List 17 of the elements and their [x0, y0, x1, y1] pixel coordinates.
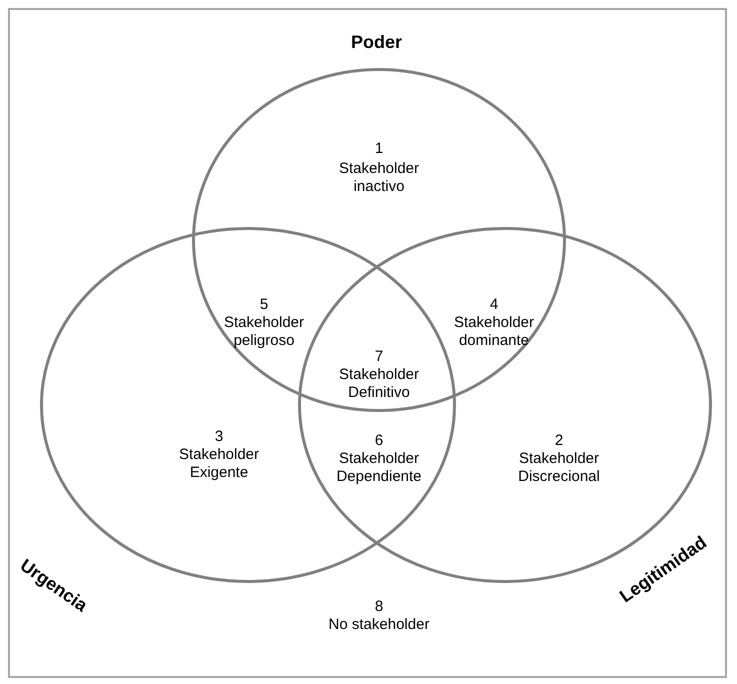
region-label: Stakeholder Exigente — [178, 446, 260, 482]
region-number: 7 — [374, 348, 384, 366]
region-label: Stakeholder Dependiente — [335, 450, 423, 486]
region-label: Stakeholder inactivo — [338, 160, 420, 196]
region-number: 8 — [374, 598, 384, 616]
region-number: 3 — [214, 428, 224, 446]
set-title: Poder — [351, 32, 402, 53]
region-number: 4 — [488, 296, 500, 314]
region-label: No stakeholder — [328, 616, 430, 634]
region-label: Stakeholder peligroso — [222, 314, 306, 350]
region-number: 2 — [554, 432, 564, 450]
region-label: Stakeholder Discrecional — [517, 450, 601, 486]
region-number: 1 — [374, 140, 384, 158]
region-number: 5 — [258, 296, 270, 314]
region-label: Stakeholder Definitivo — [338, 366, 420, 402]
region-number: 6 — [374, 432, 384, 450]
region-label: Stakeholder dominante — [452, 314, 536, 350]
